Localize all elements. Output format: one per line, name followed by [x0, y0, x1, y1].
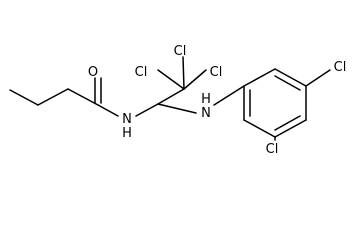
amine-hydrogen-label: H: [201, 92, 211, 107]
bond-c3-carbonyl: [67, 88, 99, 106]
dichlorophenyl-ring: [243, 68, 307, 138]
ring-chlorine-para-label: Cl: [334, 60, 347, 75]
amide-hydrogen-label: H: [122, 126, 132, 141]
bond-carbonyl-nitrogen: [97, 104, 119, 117]
amide-nitrogen-label: N: [122, 112, 132, 127]
bond-c1-c2: [9, 89, 39, 106]
carbonyl-double-bond: [94, 77, 102, 104]
trichloromethyl-bonds: [157, 56, 207, 90]
chemical-structure-diagram: O N H N H Cl Cl Cl Cl Cl: [9, 44, 347, 157]
bond-methine-amine-nitrogen: [157, 103, 197, 114]
trichloro-chlorine-left-label: Cl: [135, 65, 148, 80]
trichloro-chlorine-top-label: Cl: [174, 44, 187, 59]
bond-methine-ccl3: [157, 88, 185, 105]
ring-chlorine-ortho-label: Cl: [266, 142, 279, 157]
amine-nitrogen-label: N: [201, 106, 211, 121]
bond-ring-para-chlorine: [305, 69, 331, 87]
butyl-chain-bonds: [9, 88, 99, 106]
carbonyl-oxygen-label: O: [88, 65, 98, 80]
bond-c2-c3: [37, 88, 69, 106]
trichloro-chlorine-right-label: Cl: [210, 65, 223, 80]
bond-amide-nitrogen-methine: [135, 103, 159, 117]
bond-amine-nitrogen-ring: [213, 85, 245, 106]
